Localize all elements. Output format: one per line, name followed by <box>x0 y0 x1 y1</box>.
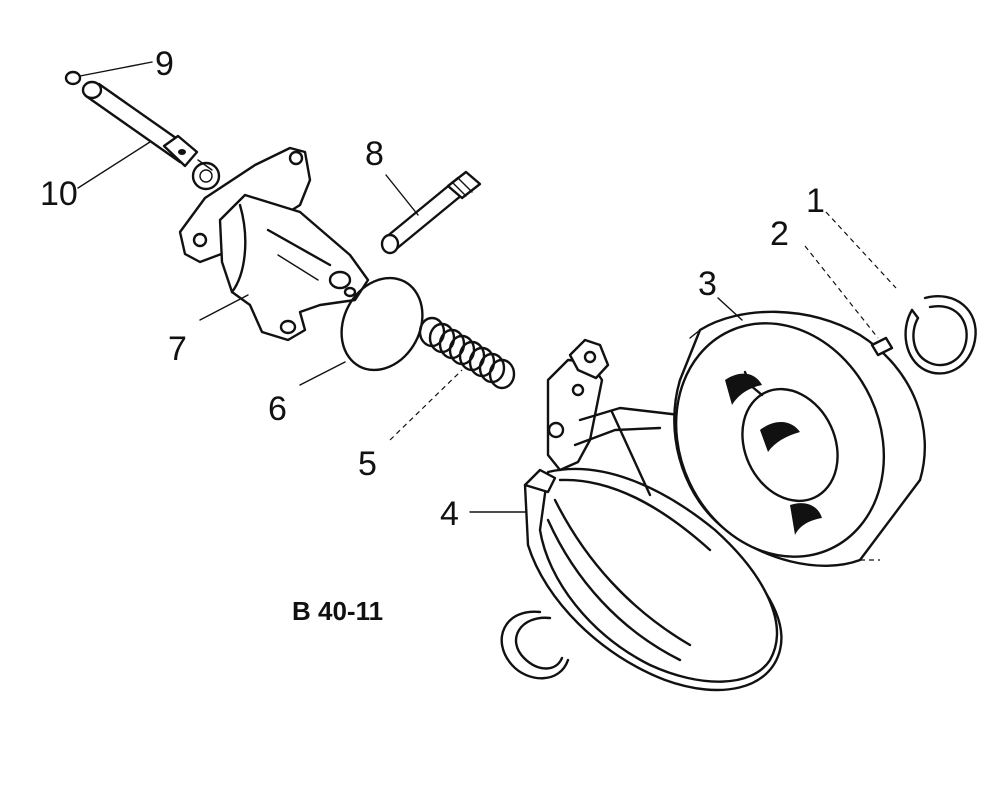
part-8-pin <box>380 170 482 255</box>
part-5-spring <box>418 316 516 390</box>
callout-1: 1 <box>806 182 825 220</box>
part-10-shaft <box>81 80 199 168</box>
callout-7: 7 <box>168 330 187 368</box>
part-4-band <box>523 338 783 692</box>
callout-5: 5 <box>358 445 377 483</box>
callout-6: 6 <box>268 390 287 428</box>
callout-4: 4 <box>440 495 459 533</box>
part-6-o-ring <box>340 276 424 372</box>
callout-9: 9 <box>155 45 174 83</box>
part-7-housing <box>178 146 370 342</box>
part-3-drum <box>673 310 927 567</box>
snap-ring-lower <box>500 610 570 680</box>
callout-2: 2 <box>770 215 789 253</box>
callout-labels: 9 10 7 8 6 5 4 3 2 1 <box>40 45 825 533</box>
figure-reference: B 40-11 <box>292 596 383 626</box>
callout-3: 3 <box>698 265 717 303</box>
leader-lines <box>77 61 897 513</box>
part-1-snap-ring <box>904 295 977 375</box>
callout-8: 8 <box>365 135 384 173</box>
part-9-small-ring <box>64 70 82 86</box>
part-2-key <box>870 336 894 357</box>
callout-10: 10 <box>40 175 78 213</box>
